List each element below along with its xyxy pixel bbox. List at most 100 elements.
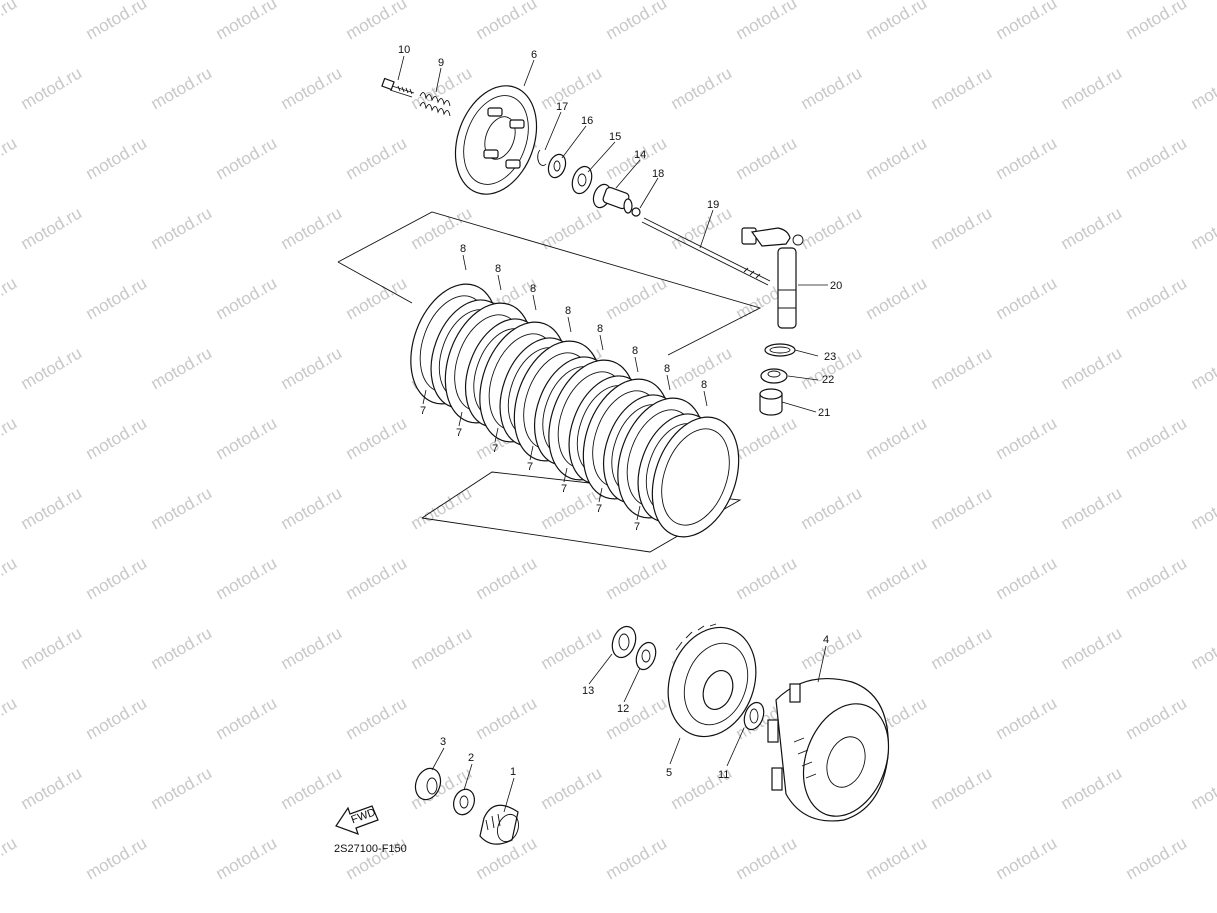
callout-1: 1 xyxy=(510,766,516,778)
watermark-text: motod.ru xyxy=(343,693,411,743)
part-22-oil-seal xyxy=(760,368,788,384)
watermark-text: motod.ru xyxy=(1123,0,1191,43)
callout-11: 11 xyxy=(718,769,729,781)
plate-leader-line xyxy=(599,334,604,351)
watermark-text: motod.ru xyxy=(1123,133,1191,183)
watermark-text: motod.ru xyxy=(798,203,866,253)
watermark-text: motod.ru xyxy=(278,623,346,673)
watermark-text: motod.ru xyxy=(83,133,151,183)
assembly-frame xyxy=(337,211,762,553)
watermark-text: motod.ru xyxy=(603,833,671,883)
watermark-text: motod.ru xyxy=(1188,203,1217,253)
watermark-text: motod.ru xyxy=(18,623,86,673)
watermark-text: motod.ru xyxy=(603,273,671,323)
part-10-bolt xyxy=(381,77,415,98)
plate-leader-line xyxy=(634,356,639,373)
part-17-circlip xyxy=(537,149,547,166)
watermark-text: motod.ru xyxy=(1058,203,1126,253)
watermark-text: motod.ru xyxy=(863,0,931,43)
callout-3: 3 xyxy=(440,736,446,748)
callout-23: 23 xyxy=(824,351,836,363)
watermark-text: motod.ru xyxy=(18,343,86,393)
watermark-text: motod.ru xyxy=(278,203,346,253)
watermark-text: motod.ru xyxy=(148,203,216,253)
watermark-text: motod.ru xyxy=(863,133,931,183)
watermark-text: motod.ru xyxy=(213,413,281,463)
watermark-text: motod.ru xyxy=(538,763,606,813)
watermark-text: motod.ru xyxy=(343,273,411,323)
watermark-text: motod.ru xyxy=(1058,343,1126,393)
watermark-text: motod.ru xyxy=(278,763,346,813)
drawing-code: 2S27100-F150 xyxy=(334,843,407,855)
watermark-text: motod.ru xyxy=(83,273,151,323)
callout-10: 10 xyxy=(398,44,410,56)
part-5-clutch-boss xyxy=(667,623,757,738)
callout-7: 7 xyxy=(492,443,498,455)
clutch-plate-stack xyxy=(410,283,740,538)
plate-leader-line xyxy=(567,316,572,333)
part-18-ball xyxy=(631,207,641,217)
part-9-spring xyxy=(419,92,451,117)
watermark-text: motod.ru xyxy=(83,0,151,43)
watermark-text: motod.ru xyxy=(928,203,996,253)
watermark-text: motod.ru xyxy=(928,763,996,813)
friction-plate-inner xyxy=(661,428,730,526)
watermark-text: motod.ru xyxy=(213,833,281,883)
watermark-text: motod.ru xyxy=(733,553,801,603)
watermark-text: motod.ru xyxy=(1188,623,1217,673)
watermark-text: motod.ru xyxy=(928,623,996,673)
watermark-text: motod.ru xyxy=(18,203,86,253)
watermark-text: motod.ru xyxy=(408,483,476,533)
watermark-text: motod.ru xyxy=(213,693,281,743)
watermark-text: motod.ru xyxy=(993,693,1061,743)
callout-13: 13 xyxy=(582,685,594,697)
plate-leader-line xyxy=(458,411,463,427)
watermark-text: motod.ru xyxy=(408,63,476,113)
watermark-text: motod.ru xyxy=(1188,343,1217,393)
watermark-text: motod.ru xyxy=(0,693,20,743)
watermark-text: motod.ru xyxy=(733,413,801,463)
watermark-text: motod.ru xyxy=(1058,63,1126,113)
part-15-bearing xyxy=(571,165,593,195)
part-12-lock-washer xyxy=(635,641,657,671)
callout-8: 8 xyxy=(632,345,638,357)
plate-leader-line xyxy=(529,445,534,461)
watermark-text: motod.ru xyxy=(213,0,281,43)
watermark-text: motod.ru xyxy=(343,413,411,463)
watermark-text: motod.ru xyxy=(18,483,86,533)
watermark-text: motod.ru xyxy=(0,273,20,323)
callout-8: 8 xyxy=(530,283,536,295)
watermark-text: motod.ru xyxy=(0,0,20,43)
watermark-text: motod.ru xyxy=(733,833,801,883)
callout-7: 7 xyxy=(527,461,533,473)
watermark-text: motod.ru xyxy=(1188,763,1217,813)
watermark-text: motod.ru xyxy=(1188,63,1217,113)
watermark-text: motod.ru xyxy=(148,343,216,393)
watermark-text: motod.ru xyxy=(928,343,996,393)
watermark-text: motod.ru xyxy=(733,133,801,183)
callout-labels: 10 9 6 17 16 15 14 18 19 20 23 22 21 4 5… xyxy=(398,44,842,781)
watermark-text: motod.ru xyxy=(993,413,1061,463)
plate-leader-line xyxy=(494,427,499,443)
watermark-text: motod.ru xyxy=(83,413,151,463)
callout-22: 22 xyxy=(822,374,834,386)
watermark-text: motod.ru xyxy=(993,553,1061,603)
watermark-text: motod.ru xyxy=(1188,483,1217,533)
part-16-washer xyxy=(547,153,567,179)
watermark-text: motod.ru xyxy=(993,0,1061,43)
part-19-push-rod xyxy=(641,217,771,286)
part-3-nut xyxy=(414,767,442,801)
part-1-collar xyxy=(479,804,519,845)
callout-20: 20 xyxy=(830,280,842,292)
callout-14: 14 xyxy=(634,149,646,161)
part-14-push-piece xyxy=(592,183,633,214)
part-4-clutch-housing xyxy=(767,677,890,822)
watermark-text: motod.ru xyxy=(928,63,996,113)
watermark-text: motod.ru xyxy=(863,413,931,463)
plate-leader-line xyxy=(462,254,467,271)
watermark-text: motod.ru xyxy=(0,553,20,603)
watermark-text: motod.ru xyxy=(278,63,346,113)
callout-8: 8 xyxy=(565,305,571,317)
